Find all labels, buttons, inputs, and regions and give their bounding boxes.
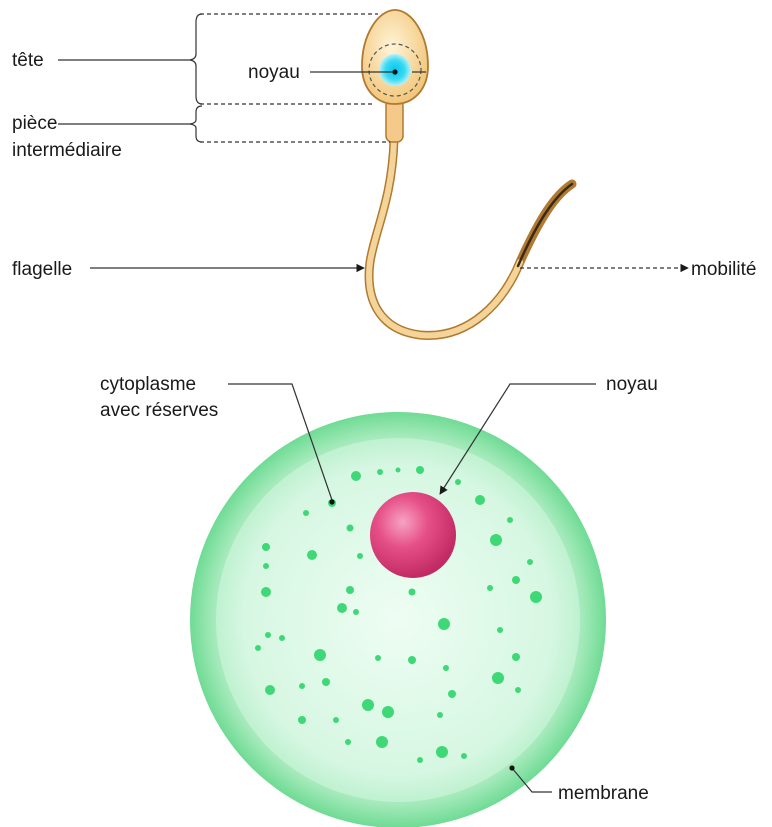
label-flagellum: flagelle bbox=[12, 259, 72, 280]
sperm-nucleus-dot bbox=[392, 69, 397, 74]
head-bracket bbox=[190, 14, 202, 104]
cytoplasm-granule bbox=[307, 550, 317, 560]
label-ovum-nucleus: noyau bbox=[606, 374, 658, 395]
cytoplasm-granule bbox=[448, 690, 456, 698]
cytoplasm-granule bbox=[299, 683, 305, 689]
cytoplasm-granule bbox=[255, 645, 261, 651]
cytoplasm-granule bbox=[396, 468, 401, 473]
cytoplasm-granule bbox=[298, 716, 306, 724]
cytoplasm-granule bbox=[443, 665, 449, 671]
cytoplasm-granule bbox=[408, 656, 416, 664]
cytoplasm-granule bbox=[347, 525, 354, 532]
cytoplasm-granule bbox=[377, 469, 383, 475]
cytoplasm-granule bbox=[263, 563, 269, 569]
cytoplasm-granule bbox=[497, 627, 503, 633]
label-midpiece-1: pièce bbox=[12, 113, 57, 134]
label-cytoplasm-2: avec réserves bbox=[100, 400, 218, 421]
cytoplasm-granule bbox=[487, 585, 493, 591]
cytoplasm-granule bbox=[512, 653, 520, 661]
label-sperm-nucleus: noyau bbox=[248, 62, 300, 83]
cytoplasm-granule bbox=[262, 543, 270, 551]
cytoplasm-granule bbox=[515, 687, 521, 693]
cytoplasm-granule bbox=[265, 685, 275, 695]
cytoplasm-granule bbox=[362, 699, 374, 711]
cytoplasm-granule bbox=[461, 753, 467, 759]
cytoplasm-granule bbox=[375, 655, 381, 661]
sperm-midpiece bbox=[386, 100, 403, 142]
label-mobility: mobilité bbox=[691, 259, 756, 280]
cytoplasm-granule bbox=[437, 712, 443, 718]
ovum-cytoplasm bbox=[216, 438, 580, 802]
cytoplasm-granule bbox=[455, 479, 461, 485]
cytoplasm-granule bbox=[382, 706, 394, 718]
cytoplasm-granule bbox=[507, 517, 513, 523]
cytoplasm-granule bbox=[322, 678, 330, 686]
cytoplasm-granule bbox=[417, 757, 423, 763]
cytoplasm-granule bbox=[357, 553, 363, 559]
cytoplasm-granule bbox=[527, 559, 533, 565]
spermatozoon bbox=[362, 10, 572, 335]
cytoplasm-granule bbox=[337, 603, 347, 613]
cytoplasm-granule bbox=[438, 618, 450, 630]
cytoplasm-granule bbox=[333, 717, 339, 723]
midpiece-bracket bbox=[190, 106, 202, 142]
cytoplasm-granule bbox=[314, 649, 326, 661]
cytoplasm-granule bbox=[303, 510, 309, 516]
ovum bbox=[190, 412, 606, 827]
label-cytoplasm-1: cytoplasme bbox=[100, 374, 196, 395]
cytoplasm-granule bbox=[265, 632, 271, 638]
cytoplasm-granule bbox=[530, 591, 542, 603]
cytoplasm-granule bbox=[436, 746, 448, 758]
cytoplasm-granule bbox=[492, 672, 504, 684]
cytoplasm-granule bbox=[279, 635, 285, 641]
membrane-dot bbox=[509, 765, 514, 770]
label-midpiece-2: intermédiaire bbox=[12, 140, 122, 161]
cytoplasm-granule bbox=[353, 609, 359, 615]
cytoplasm-granule bbox=[351, 471, 361, 481]
cytoplasm-granule bbox=[409, 589, 416, 596]
cytoplasm-granule bbox=[512, 576, 520, 584]
cytoplasm-granule bbox=[345, 739, 351, 745]
cytoplasm-granule bbox=[416, 466, 424, 474]
sperm-flagellum bbox=[369, 140, 572, 335]
cytoplasm-granule bbox=[346, 586, 354, 594]
label-membrane: membrane bbox=[558, 783, 649, 804]
cytoplasm-granule bbox=[475, 495, 485, 505]
cytoplasm-granule bbox=[376, 736, 388, 748]
cytoplasm-dot bbox=[329, 499, 334, 504]
cytoplasm-granule bbox=[261, 587, 271, 597]
label-head: tête bbox=[12, 50, 44, 71]
cytoplasm-granule bbox=[490, 534, 502, 546]
ovum-nucleus bbox=[370, 492, 456, 578]
